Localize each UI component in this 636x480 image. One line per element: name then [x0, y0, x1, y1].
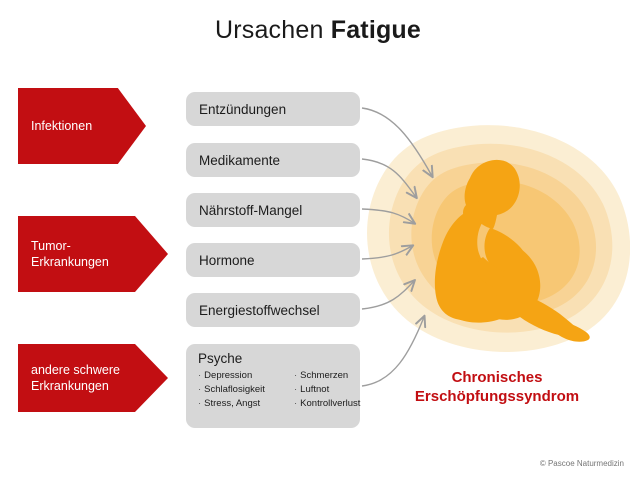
seated-person-silhouette-icon: [434, 159, 590, 342]
psyche-bullet: Schlaflosigkeit: [198, 383, 286, 397]
psyche-bullet: Stress, Angst: [198, 397, 286, 411]
copyright-credit: © Pascoe Naturmedizin: [539, 459, 624, 468]
category-arrow-infektionen[interactable]: Infektionen: [18, 88, 146, 164]
cause-box-label: Nährstoff-Mangel: [199, 202, 303, 218]
cause-box-energiestoffwechsel[interactable]: Energiestoffwechsel: [186, 293, 360, 327]
cause-box-label: Energiestoffwechsel: [199, 302, 320, 318]
cause-box-medikamente[interactable]: Medikamente: [186, 143, 360, 177]
category-arrow-label: Tumor- Erkrankungen: [31, 239, 109, 269]
psyche-title: Psyche: [198, 351, 243, 366]
cause-box-entzuendungen[interactable]: Entzündungen: [186, 92, 360, 126]
category-arrow-tumor-erkrankungen[interactable]: Tumor- Erkrankungen: [18, 216, 168, 292]
psyche-bullet-columns: Depression Schlaflosigkeit Stress, Angst…: [198, 369, 360, 411]
outcome-label: Chronisches Erschöpfungssyndrom: [414, 369, 580, 405]
fatigue-blob-graphic: [362, 124, 630, 354]
category-arrow-label: Infektionen: [31, 119, 93, 133]
cause-box-hormone[interactable]: Hormone: [186, 243, 360, 277]
psyche-bullet: Depression: [198, 369, 286, 383]
psyche-bullet: Schmerzen: [294, 369, 360, 383]
category-arrow-label: andere schwere Erkrankungen: [31, 363, 120, 393]
page-title: Ursachen Fatigue: [0, 16, 636, 45]
cause-box-naehrstoff-mangel[interactable]: Nährstoff-Mangel: [186, 193, 360, 227]
cause-box-label: Hormone: [199, 252, 255, 268]
psyche-bullet: Luftnot: [294, 383, 360, 397]
title-bold-part: Fatigue: [330, 16, 422, 44]
cause-box-label: Medikamente: [199, 152, 281, 168]
psyche-column-left: Depression Schlaflosigkeit Stress, Angst: [198, 369, 286, 411]
psyche-bullet: Kontrollverlust: [294, 397, 360, 411]
cause-box-psyche[interactable]: Psyche Depression Schlaflosigkeit Stress…: [186, 344, 360, 428]
category-arrow-andere-schwere-erkrankungen[interactable]: andere schwere Erkrankungen: [18, 344, 168, 412]
psyche-column-right: Schmerzen Luftnot Kontrollverlust: [294, 369, 360, 411]
title-light-part: Ursachen: [214, 16, 331, 44]
cause-box-label: Entzündungen: [199, 101, 287, 117]
